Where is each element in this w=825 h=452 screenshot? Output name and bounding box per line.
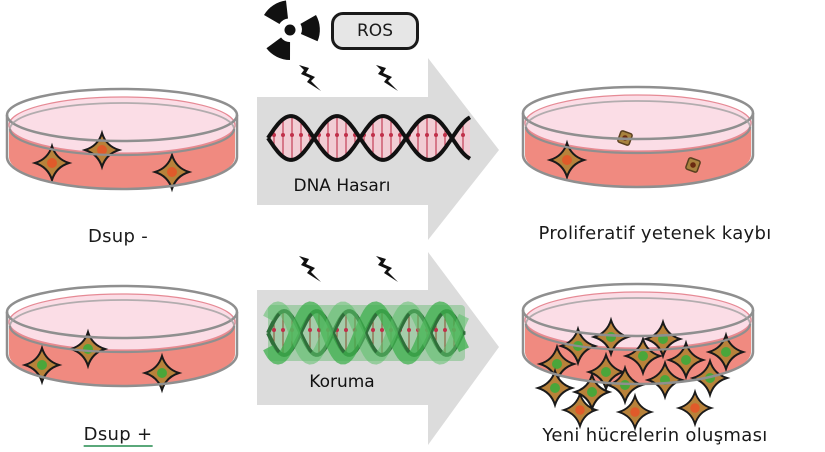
cell-icon bbox=[625, 338, 661, 374]
cell-icon bbox=[34, 145, 70, 181]
cell-icon bbox=[617, 394, 653, 430]
arrow-bottom bbox=[257, 252, 499, 445]
dna-double-helix-icon bbox=[263, 301, 469, 365]
dead-cell-icon bbox=[685, 157, 701, 173]
ros-text: ROS bbox=[357, 21, 393, 41]
petri-dish-icon bbox=[5, 87, 239, 191]
lightning-bolt-icon bbox=[299, 256, 321, 282]
radiation-hazard-icon bbox=[264, 0, 320, 61]
lightning-bolt-icon bbox=[299, 65, 321, 91]
cell-icon bbox=[562, 392, 598, 428]
lightning-bolt-icon bbox=[376, 256, 398, 282]
outcome-loss-label: Proliferatif yetenek kaybı bbox=[538, 223, 772, 244]
outcome-new-cells-label: Yeni hücrelerin oluşması bbox=[542, 425, 768, 446]
cell-icon bbox=[588, 354, 624, 390]
dsup-minus-label: Dsup - bbox=[87, 226, 149, 247]
cell-icon bbox=[549, 142, 585, 178]
petri-dish-icon bbox=[521, 282, 755, 430]
petri-dish-icon bbox=[521, 85, 755, 189]
dna-double-helix-icon bbox=[266, 114, 472, 162]
cell-icon bbox=[154, 154, 190, 190]
cell-icon bbox=[537, 370, 573, 406]
cell-icon bbox=[84, 132, 120, 168]
lightning-bolt-icon bbox=[376, 65, 398, 91]
cell-icon bbox=[24, 347, 60, 383]
dna-damage-label: DNA Hasarı bbox=[293, 176, 391, 196]
dsup-plus-label: Dsup + bbox=[83, 424, 153, 447]
cell-icon bbox=[144, 355, 180, 391]
ros-label: ROS bbox=[331, 12, 419, 50]
cell-icon bbox=[668, 342, 704, 378]
cell-icon bbox=[708, 334, 744, 370]
cell-icon bbox=[677, 390, 713, 426]
protection-label: Koruma bbox=[309, 372, 375, 392]
cell-icon bbox=[574, 374, 610, 410]
petri-dish-icon bbox=[5, 284, 239, 391]
cell-icon bbox=[539, 346, 575, 382]
